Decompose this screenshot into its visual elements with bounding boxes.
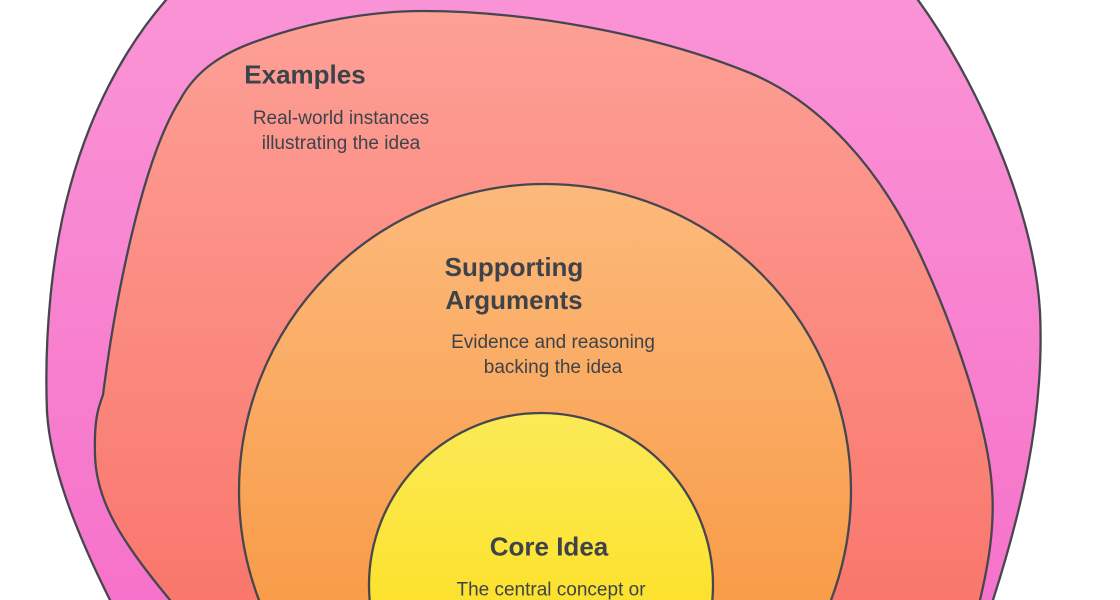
ring-supporting-arguments [237, 182, 853, 600]
examples-title: Examples [244, 59, 366, 90]
core-idea-description: The central concept or [456, 579, 646, 600]
supporting-arguments-description: Evidence and reasoning backing the idea [451, 330, 655, 380]
core-idea-title: Core Idea [489, 531, 609, 562]
supporting-arguments-title: Supporting Arguments [445, 251, 584, 317]
examples-description-line2: illustrating the idea [261, 133, 421, 154]
supporting-arguments-title-line2: Arguments [445, 285, 583, 315]
examples-description-line1: Real-world instances [252, 108, 430, 129]
ring-core-idea [367, 411, 715, 600]
supporting-arguments-title-line1: Supporting [444, 252, 584, 282]
supporting-arguments-description-line2: backing the idea [483, 357, 623, 378]
supporting-arguments-description-line1: Evidence and reasoning [451, 332, 655, 353]
examples-description: Real-world instances illustrating the id… [253, 106, 429, 156]
